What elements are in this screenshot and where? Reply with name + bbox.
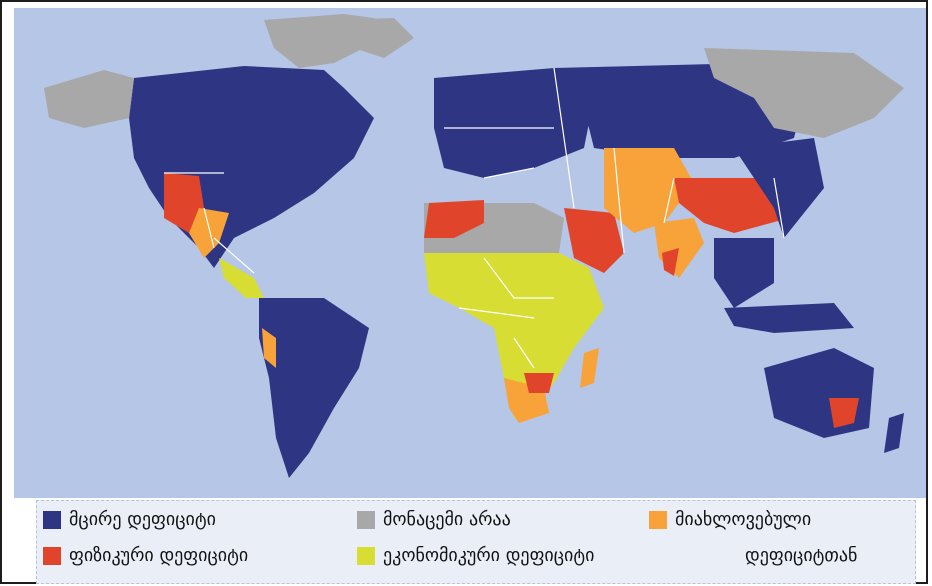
us-southwest — [164, 173, 204, 233]
madagascar — [580, 348, 599, 388]
legend-label-little-deficit: მცირე დეფიციტი — [69, 509, 216, 530]
legend-item-approaching: მიახლოვებული — [649, 511, 811, 529]
map-legend: მცირე დეფიციტი მონაცემი არაა მიახლოვებულ… — [36, 500, 916, 584]
central-america — [219, 258, 264, 298]
legend-item-little-deficit: მცირე დეფიციტი — [43, 511, 216, 529]
north-africa-physical — [424, 200, 484, 238]
legend-label-physical-deficit: ფიზიკური დეფიციტი — [69, 545, 249, 566]
world-map-svg — [44, 14, 904, 478]
arctic-islands — [334, 18, 414, 58]
southern-africa-physical — [524, 373, 554, 393]
south-america-west — [262, 328, 276, 368]
world-map — [14, 8, 926, 498]
central-asia — [604, 148, 694, 233]
legend-swatch-physical-deficit — [43, 547, 61, 565]
legend-label-no-data: მონაცემი არაა — [383, 509, 511, 530]
legend-swatch-little-deficit — [43, 511, 61, 529]
east-asia — [734, 138, 824, 238]
north-america — [129, 66, 374, 268]
legend-label-approaching: მიახლოვებული — [675, 509, 812, 530]
europe — [434, 68, 594, 178]
middle-east — [564, 208, 624, 273]
legend-label-approaching-line2: დეფიციტთან — [745, 545, 858, 566]
australia-physical — [829, 398, 859, 428]
india-physical — [662, 248, 679, 276]
legend-item-physical-deficit: ფიზიკური დეფიციტი — [43, 547, 248, 565]
southeast-asia — [714, 238, 774, 308]
legend-swatch-no-data — [357, 511, 375, 529]
legend-swatch-economic-deficit — [357, 547, 375, 565]
legend-item-economic-deficit: ეკონომიკური დეფიციტი — [357, 547, 594, 565]
borders — [164, 67, 785, 369]
china — [674, 178, 789, 233]
legend-item-approaching-line2: დეფიციტთან — [745, 547, 857, 565]
legend-item-no-data: მონაცემი არაა — [357, 511, 511, 529]
legend-swatch-approaching — [649, 511, 667, 529]
legend-label-economic-deficit: ეკონომიკური დეფიციტი — [383, 545, 595, 566]
new-zealand — [884, 413, 904, 453]
south-america — [259, 298, 369, 478]
indonesia — [724, 303, 854, 333]
alaska — [44, 70, 134, 128]
siberia — [704, 48, 904, 138]
mexico-approaching — [189, 208, 229, 258]
africa — [424, 253, 604, 418]
australia — [764, 348, 874, 438]
